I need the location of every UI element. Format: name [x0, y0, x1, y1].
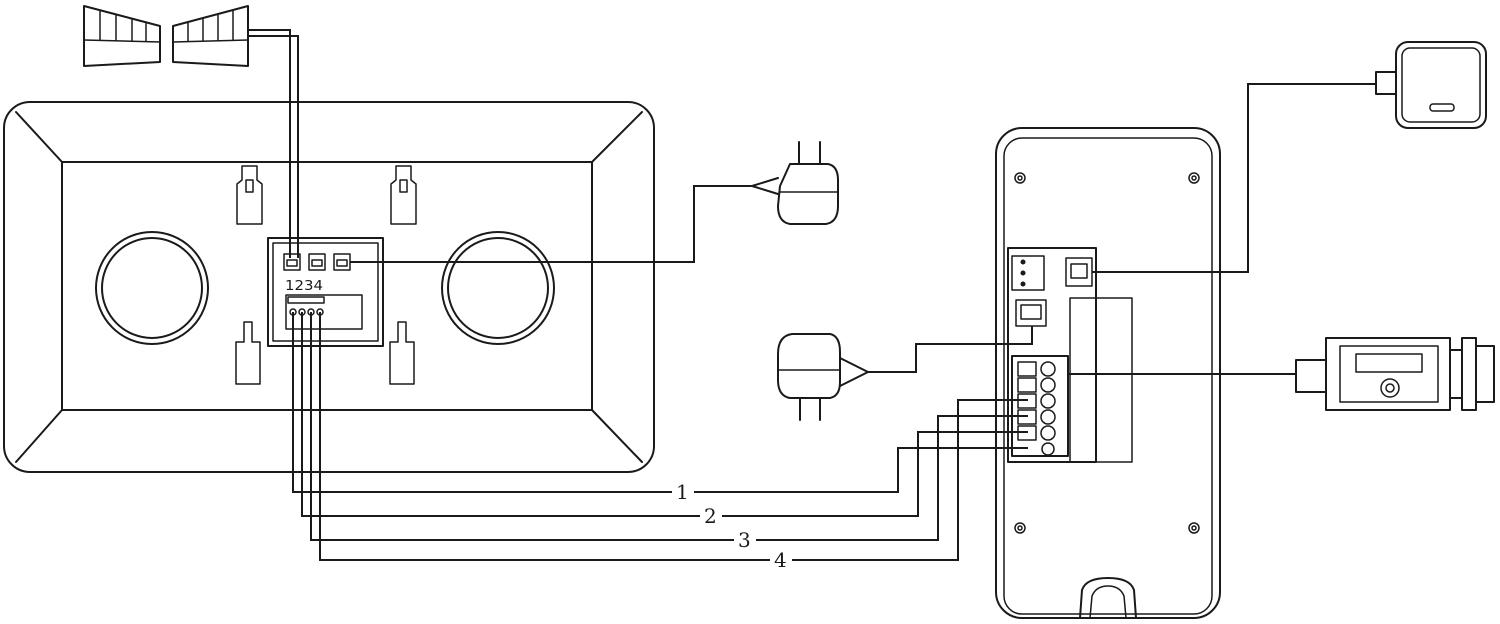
wire-1 [292, 312, 1028, 493]
wire-2 [301, 312, 1028, 517]
power-adapter-icon [777, 333, 869, 421]
door-station-power-cable [868, 326, 1033, 373]
speaker-connector [283, 253, 301, 271]
wire-label-4: 4 [774, 548, 787, 572]
mount-clip [390, 165, 417, 225]
terminal-block [1017, 361, 1056, 456]
wire-label-1: 1 [676, 480, 689, 504]
speaker-cable [248, 29, 299, 258]
mount-clip [389, 321, 415, 385]
connector [308, 253, 326, 271]
bus-wires: 1 2 3 4 [292, 312, 1028, 572]
mount-clip [235, 321, 261, 385]
terminal-numbers: 1234 [285, 279, 323, 294]
monitor-power-cable [350, 185, 752, 263]
speaker-icon [83, 5, 249, 67]
indoor-monitor: 1234 [3, 101, 655, 473]
power-connector [333, 253, 351, 271]
power-adapter-icon [751, 141, 839, 225]
wire-label-3: 3 [738, 528, 751, 552]
exit-button-icon [1375, 41, 1487, 129]
camera-icon [1295, 337, 1495, 411]
wire-3 [310, 312, 1028, 541]
exit-button-cable [1092, 83, 1376, 273]
wire-4 [319, 312, 1028, 561]
wire-label-2: 2 [704, 504, 717, 528]
mount-clip [236, 165, 263, 225]
